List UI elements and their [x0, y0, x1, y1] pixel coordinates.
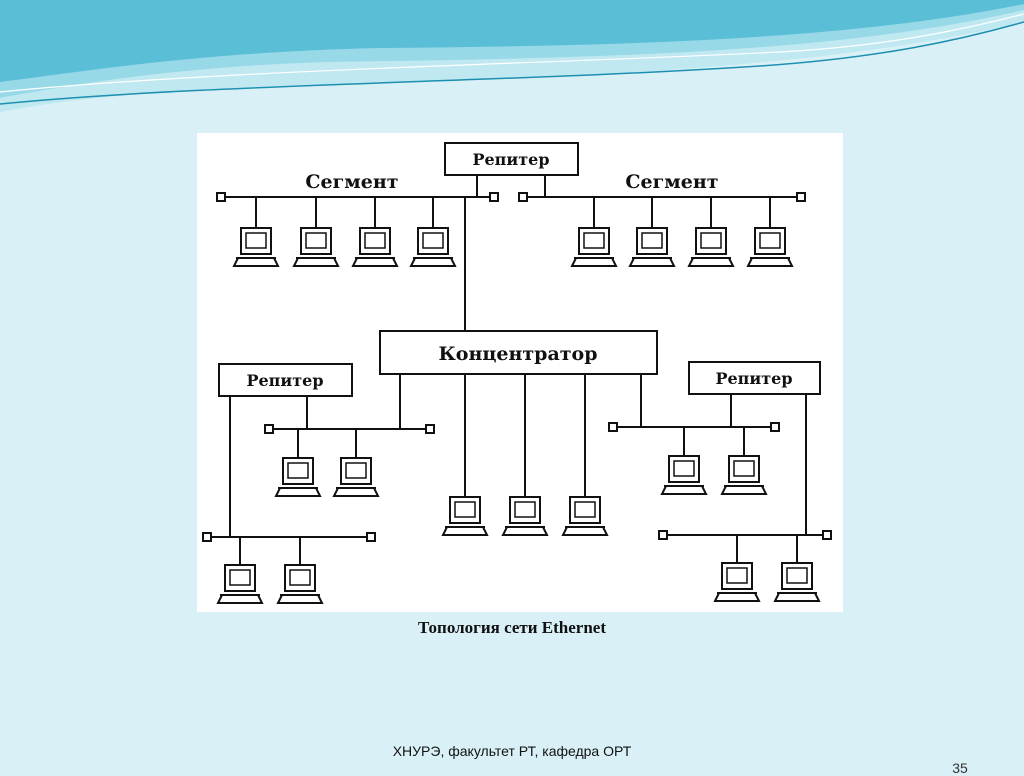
- computer-group: [216, 227, 821, 604]
- computer-icon: [773, 562, 821, 602]
- repeater-box-top: [444, 142, 579, 176]
- repeater-label-right: Репитер: [715, 369, 792, 388]
- repeater-box-right: [688, 361, 821, 395]
- computer-icon: [746, 227, 794, 267]
- computer-icon: [292, 227, 340, 267]
- header-wave-decoration: [0, 0, 1024, 112]
- computer-icon: [351, 227, 399, 267]
- computer-icon: [409, 227, 457, 267]
- segment-label-right: Сегмент: [625, 171, 718, 193]
- computer-icon: [561, 496, 609, 536]
- computer-icon: [216, 564, 264, 604]
- footer-text: ХНУРЭ, факультет РТ, кафедра ОРТ: [392, 743, 632, 759]
- computer-icon: [720, 455, 768, 495]
- diagram-caption: Топология сети Ethernet: [417, 618, 607, 637]
- hub-box: [379, 330, 658, 375]
- computer-icon: [660, 455, 708, 495]
- repeater-label-top: Репитер: [472, 150, 549, 169]
- repeater-label-left: Репитер: [246, 371, 323, 390]
- computer-icon: [274, 457, 322, 497]
- computer-icon: [332, 457, 380, 497]
- segment-label-left: Сегмент: [305, 171, 398, 193]
- ethernet-topology-diagram: Репитер Сегмент Сегмент Концентратор: [197, 133, 843, 612]
- computer-icon: [628, 227, 676, 267]
- hub-label: Концентратор: [439, 343, 598, 365]
- repeater-box-left: [218, 363, 353, 397]
- computer-icon: [441, 496, 489, 536]
- computer-icon: [570, 227, 618, 267]
- computer-icon: [501, 496, 549, 536]
- page-number: 35: [952, 760, 968, 776]
- computer-icon: [276, 564, 324, 604]
- computer-icon: [687, 227, 735, 267]
- computer-icon: [232, 227, 280, 267]
- computer-icon: [713, 562, 761, 602]
